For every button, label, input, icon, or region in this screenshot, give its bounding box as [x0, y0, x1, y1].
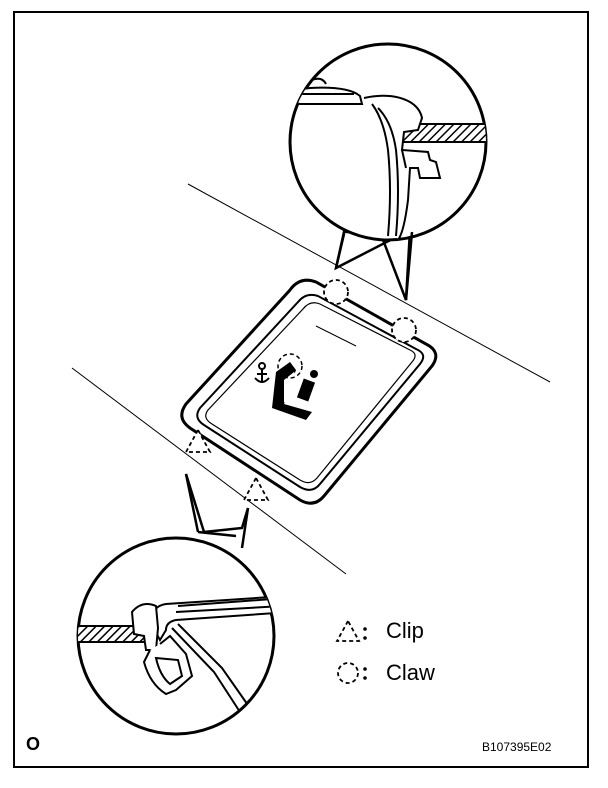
corner-mark: O: [26, 734, 41, 754]
legend-clip-label: Clip: [386, 618, 424, 643]
dashed-circle-icon: [337, 662, 367, 684]
legend-claw: Claw: [334, 660, 435, 686]
guide-line-lower: [71, 367, 347, 575]
diagram-frame: [13, 11, 589, 768]
dashed-triangle-icon: [335, 619, 367, 642]
child-seat-anchor-icon: [254, 353, 318, 420]
claw-marker-upper-left: [323, 279, 349, 305]
claw-marker-upper-right: [391, 317, 417, 343]
claw-detail-callout: [288, 42, 488, 301]
legend-claw-label: Claw: [386, 660, 435, 685]
guide-line-upper: [187, 183, 551, 383]
legend-clip: Clip: [334, 618, 424, 644]
clip-marker-left: [184, 428, 212, 453]
clip-marker-right: [242, 476, 270, 501]
reference-code: B107395E02: [482, 740, 552, 754]
clip-detail-callout: [76, 473, 276, 736]
